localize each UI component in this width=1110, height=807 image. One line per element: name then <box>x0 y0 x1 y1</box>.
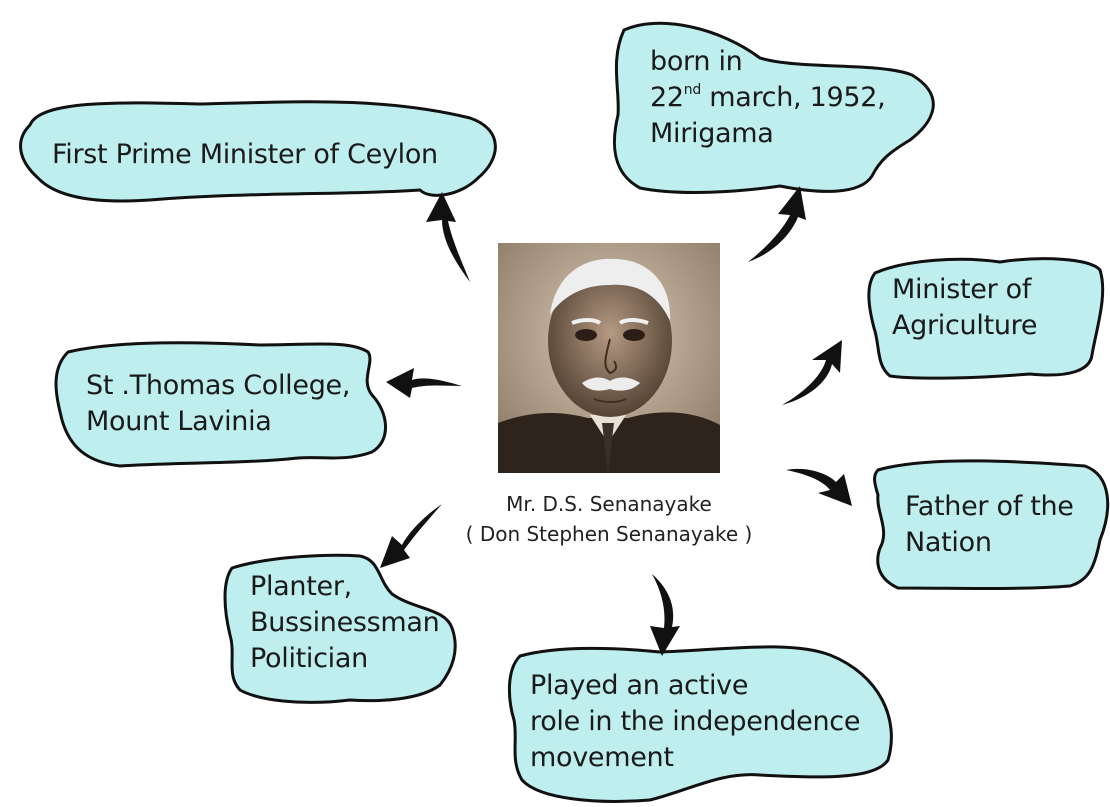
node-independence-line3: movement <box>530 742 674 773</box>
arrow-to-born <box>748 186 806 262</box>
node-prime-minister: First Prime Minister of Ceylon <box>52 137 438 173</box>
bubble-prime-minister <box>19 100 497 203</box>
arrow-to-planter <box>380 504 442 568</box>
arrow-to-independence <box>650 574 680 656</box>
node-planter: Planter, Bussinessman Politician <box>250 569 440 677</box>
node-father: Father of the Nation <box>905 489 1074 561</box>
node-planter-line3: Politician <box>250 643 368 674</box>
bubble-independence <box>507 645 893 803</box>
node-born-rest: march, 1952, <box>700 82 886 113</box>
bubble-planter <box>223 553 457 704</box>
node-independence: Played an active role in the independenc… <box>530 668 860 776</box>
caption-name: Mr. D.S. Senanayake <box>506 492 712 516</box>
arrow-to-father <box>786 468 852 506</box>
node-agriculture: Minister of Agriculture <box>892 272 1037 344</box>
node-born-sup: nd <box>683 82 701 98</box>
node-agriculture-line1: Minister of <box>892 274 1032 305</box>
arrow-to-college <box>386 368 462 398</box>
node-college: St .Thomas College, Mount Lavinia <box>86 368 350 440</box>
bubble-father <box>873 459 1110 590</box>
node-born-day: 22 <box>650 82 684 113</box>
bubble-born <box>612 21 935 194</box>
node-college-line1: St .Thomas College, <box>86 370 351 401</box>
node-college-line2: Mount Lavinia <box>86 406 272 437</box>
arrow-to-agriculture <box>782 340 842 405</box>
bubble-college <box>54 341 387 468</box>
node-planter-line1: Planter, <box>250 571 352 602</box>
bubble-agriculture <box>867 257 1105 380</box>
node-agriculture-line2: Agriculture <box>892 310 1038 341</box>
node-father-line2: Nation <box>905 527 992 558</box>
node-born-line3: Mirigama <box>650 118 774 149</box>
arrow-to-prime-minister <box>426 192 470 282</box>
node-independence-line1: Played an active <box>530 670 749 701</box>
node-planter-line2: Bussinessman <box>250 607 440 638</box>
portrait-photo <box>498 243 720 473</box>
node-father-line1: Father of the <box>905 491 1074 522</box>
node-born-line1: born in <box>650 46 743 77</box>
node-born-line2: 22nd march, 1952, <box>650 80 886 116</box>
node-born: born in 22nd march, 1952, Mirigama <box>650 44 886 152</box>
node-prime-minister-line1: First Prime Minister of Ceylon <box>52 139 438 170</box>
node-independence-line2: role in the independence <box>530 706 861 737</box>
caption-full-name: ( Don Stephen Senanayake ) <box>465 522 753 546</box>
